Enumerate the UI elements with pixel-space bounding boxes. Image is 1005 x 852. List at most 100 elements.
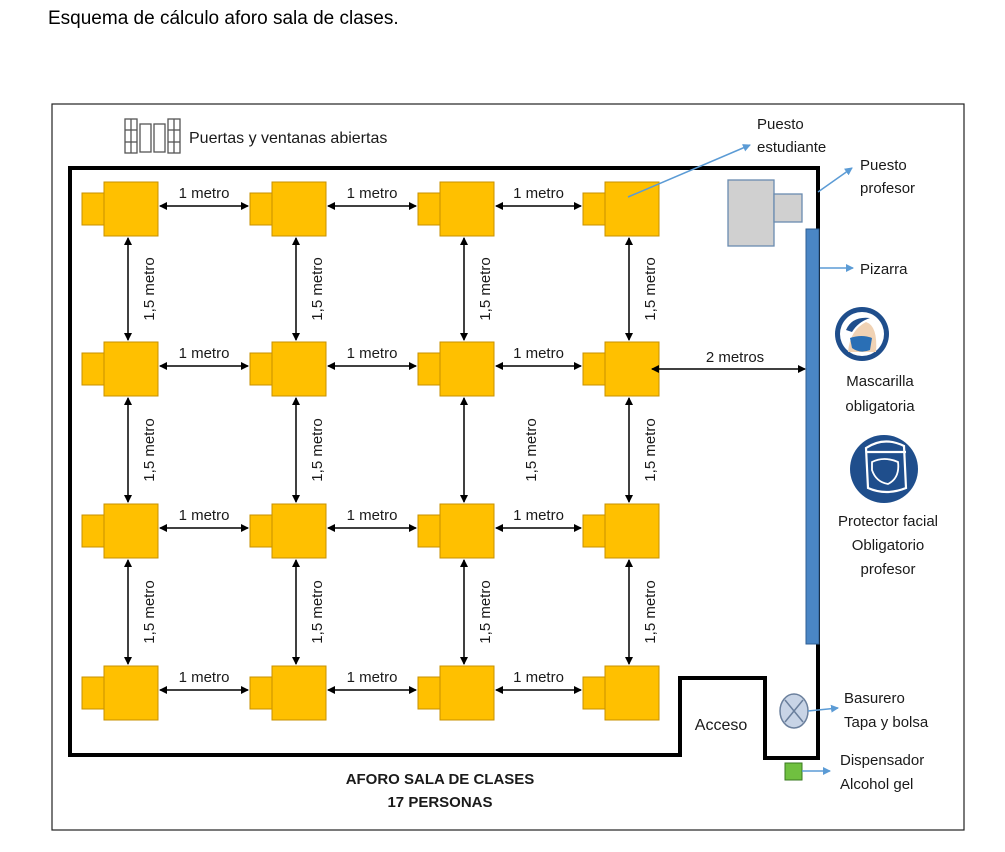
distance-label-v: 1,5 metro [309, 580, 326, 643]
student-desk [81, 503, 159, 559]
distance-label-h: 1 metro [179, 345, 230, 362]
student-table [103, 181, 159, 237]
student-chair [81, 514, 107, 548]
student-table [103, 341, 159, 397]
student-desk [582, 503, 660, 559]
distance-label-h: 1 metro [513, 507, 564, 524]
distance-label-v: 1,5 metro [477, 257, 494, 320]
student-desk [582, 181, 660, 237]
distance-label-h: 1 metro [179, 669, 230, 686]
callout-trash [807, 704, 839, 713]
label-gel-2: Alcohol gel [840, 776, 913, 793]
student-desk [582, 665, 660, 721]
student-table [271, 341, 327, 397]
distance-label-v: 1,5 metro [141, 257, 158, 320]
distance-label-v: 1,5 metro [642, 418, 659, 481]
student-chair [582, 514, 608, 548]
distance-label-h: 1 metro [347, 507, 398, 524]
student-chair [249, 514, 275, 548]
student-chair [81, 192, 107, 226]
student-chair [81, 352, 107, 386]
student-chair [582, 676, 608, 710]
trash-bin-icon [779, 693, 809, 729]
student-table [604, 341, 660, 397]
student-table [604, 665, 660, 721]
gel-dispenser-icon [784, 762, 803, 781]
label-shield-3: profesor [860, 561, 915, 578]
student-chair [81, 676, 107, 710]
label-student-2: estudiante [757, 139, 826, 156]
student-desk [417, 503, 495, 559]
distance-label-h: 1 metro [347, 669, 398, 686]
face-shield-icon [850, 435, 918, 503]
distance-label-v: 1,5 metro [523, 418, 540, 481]
student-desk [249, 181, 327, 237]
student-table [439, 341, 495, 397]
label-teacher-1: Puesto [860, 157, 907, 174]
student-chair [417, 192, 443, 226]
distance-label-h: 1 metro [347, 345, 398, 362]
label-shield-2: Obligatorio [852, 537, 925, 554]
student-table [271, 665, 327, 721]
student-table [439, 503, 495, 559]
student-chair [417, 352, 443, 386]
distance-label-v: 1,5 metro [477, 580, 494, 643]
student-desk [249, 665, 327, 721]
blackboard [805, 228, 820, 645]
label-mask-1: Mascarilla [846, 373, 914, 390]
distance-label-v: 1,5 metro [141, 580, 158, 643]
horizontal-distance-arrows: 1 metro 1 metro 1 metro 1 metro 1 metro 1 met… [159, 185, 582, 694]
student-chair [249, 352, 275, 386]
page-title: Esquema de cálculo aforo sala de clases. [48, 8, 399, 29]
student-desk [81, 341, 159, 397]
student-chair [249, 676, 275, 710]
label-gel-1: Dispensador [840, 752, 924, 769]
distance-label-v: 1,5 metro [642, 580, 659, 643]
student-chair [582, 192, 608, 226]
label-access: Acceso [695, 717, 748, 734]
student-desk [81, 665, 159, 721]
student-table [271, 181, 327, 237]
callout-student [627, 144, 751, 198]
distance-label-h: 1 metro [179, 185, 230, 202]
face-mask-icon [835, 307, 889, 361]
label-board: Pizarra [860, 261, 908, 278]
distance-label-v: 1,5 metro [309, 257, 326, 320]
student-desks [81, 181, 660, 721]
distance-label-h: 1 metro [513, 345, 564, 362]
student-desk [249, 341, 327, 397]
student-desk [417, 665, 495, 721]
distance-label-v: 1,5 metro [141, 418, 158, 481]
outer-frame [51, 103, 965, 831]
label-shield-1: Protector facial [838, 513, 938, 530]
student-table [604, 503, 660, 559]
distance-label-h: 1 metro [513, 185, 564, 202]
distance-label-v: 1,5 metro [642, 257, 659, 320]
student-table [103, 503, 159, 559]
doors-windows-label: Puertas y ventanas abiertas [189, 130, 387, 147]
student-chair [417, 514, 443, 548]
student-desk [417, 181, 495, 237]
student-desk [249, 503, 327, 559]
teacher-desk [727, 179, 803, 247]
student-desk [81, 181, 159, 237]
distance-label-h: 1 metro [179, 507, 230, 524]
student-desk [417, 341, 495, 397]
distance-label-h: 1 metro [513, 669, 564, 686]
footer-capacity-count: 17 PERSONAS [387, 794, 492, 811]
student-table [103, 665, 159, 721]
label-student-1: Puesto [757, 116, 804, 133]
label-trash-2: Tapa y bolsa [844, 714, 929, 731]
callout-teacher [817, 167, 853, 193]
distance-label-v: 1,5 metro [309, 418, 326, 481]
student-table [439, 665, 495, 721]
student-table [271, 503, 327, 559]
label-mask-2: obligatoria [845, 398, 915, 415]
student-table [604, 181, 660, 237]
label-trash-1: Basurero [844, 690, 905, 707]
student-table [439, 181, 495, 237]
distance-label-h: 1 metro [347, 185, 398, 202]
vertical-distance-arrows: 1,5 metro 1,5 metro 1,5 metro 1,5 metro 1,5 … [124, 237, 659, 665]
student-desk [582, 341, 660, 397]
